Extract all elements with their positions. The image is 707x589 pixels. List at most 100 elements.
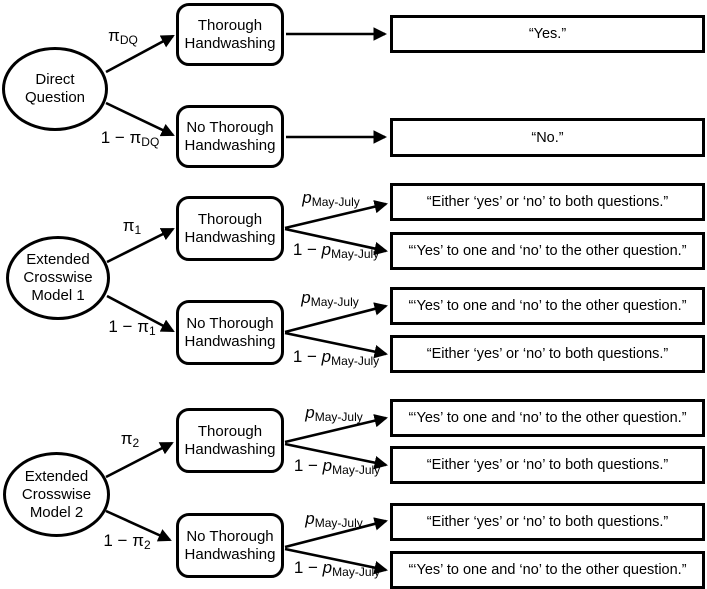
prob-prefix: 1 − [292,347,322,366]
node-label-line: Handwashing [184,136,276,154]
node-label-line: Extended [24,467,89,485]
prob-subscript: May-July [310,295,359,309]
prob-label-1-minus-pi-2: 1 − π2 [103,532,150,554]
prob-subscript: May-July [331,247,380,261]
prob-subscript: 1 [148,324,156,338]
prob-subscript: 1 [134,223,142,237]
prob-label-p-may-july-m1-thorough: pMay-July [302,189,359,211]
node-label-line: Handwashing [184,332,276,350]
prob-prefix: 1 − [293,558,323,577]
outcome-no: “No.” [390,118,705,157]
prob-symbol: p [322,558,333,577]
prob-label-pi-1: π1 [123,217,141,239]
node-label-line: Direct [35,71,75,88]
node-label-line: Thorough [197,210,263,228]
arrow-m2-thorough-1minus-p [284,442,388,470]
prob-symbol: π [132,531,144,550]
arrow-m1-to-no-thorough [106,294,175,333]
node-direct-question: Direct Question [2,47,108,131]
arrow-dq-to-thorough [105,34,175,74]
prob-subscript: May-July [332,565,381,579]
outcome-m1-no-thorough-either-both: “Either ‘yes’ or ‘no’ to both questions.… [390,335,705,373]
node-label-line: Extended [26,251,90,268]
node-label-line: Model 2 [29,503,84,521]
prob-symbol: π [108,26,120,45]
arrow-m2-to-no-thorough [105,509,172,542]
prob-symbol: p [321,240,332,259]
prob-symbol: π [122,216,135,235]
prob-prefix: 1 − [100,128,130,147]
prob-subscript: May-July [332,463,381,477]
prob-label-pi-2: π2 [121,430,139,452]
prob-subscript: DQ [119,33,138,47]
prob-symbol: p [302,188,312,207]
node-label-line: Handwashing [184,440,276,458]
outcome-m2-thorough-yes-one-no-other: “‘Yes’ to one and ‘no’ to the other ques… [390,399,705,437]
arrow-m1-thorough-1minus-p [284,227,388,256]
node-label-line: Crosswise [23,269,93,286]
node-label-line: Crosswise [21,485,92,503]
prob-prefix: 1 − [103,531,133,550]
prob-symbol: π [137,317,149,336]
outcome-m1-no-thorough-yes-one-no-other: “‘Yes’ to one and ‘no’ to the other ques… [390,287,705,325]
outcome-m2-no-thorough-either-both: “Either ‘yes’ or ‘no’ to both questions.… [390,503,705,541]
prob-subscript: 2 [143,538,151,552]
node-label-line: No Thorough [186,118,274,136]
arrow-m2-to-thorough [105,441,174,479]
prob-label-pi-dq: πDQ [108,27,138,49]
prob-subscript: May-July [314,516,363,530]
node-label-line: Handwashing [184,228,276,246]
arrow-m2-no-thorough-1minus-p [284,547,388,575]
node-label-line: No Thorough [186,527,274,545]
prob-label-p-may-july-m1-no-thorough: pMay-July [301,289,358,311]
prob-label-1-minus-p-may-july-m2-thorough: 1 − pMay-July [294,457,380,479]
prob-label-1-minus-p-may-july-m1-no-thorough: 1 − pMay-July [293,348,379,370]
prob-prefix: 1 − [293,456,323,475]
node-no-thorough-handwashing-m2: No Thorough Handwashing [176,513,284,578]
prob-subscript: May-July [311,195,360,209]
node-label-line: Question [24,89,86,106]
prob-symbol: π [120,429,133,448]
node-thorough-handwashing-m1: Thorough Handwashing [176,196,284,261]
prob-prefix: 1 − [108,317,138,336]
node-label-line: No Thorough [186,314,274,332]
arrow-m1-thorough-p [284,200,388,230]
arrow-m2-thorough-p [284,414,388,444]
arrow-m2-no-thorough-p [284,517,388,549]
node-label-line: Model 1 [31,287,85,304]
prob-subscript: 2 [132,436,140,450]
prob-label-p-may-july-m2-no-thorough: pMay-July [305,510,362,532]
node-thorough-handwashing-m2: Thorough Handwashing [176,408,284,473]
outcome-m2-no-thorough-yes-one-no-other: “‘Yes’ to one and ‘no’ to the other ques… [390,551,705,589]
node-label-line: Thorough [197,422,263,440]
outcome-m1-thorough-yes-one-no-other: “‘Yes’ to one and ‘no’ to the other ques… [390,232,705,270]
prob-subscript: DQ [141,135,160,149]
prob-symbol: p [305,403,315,422]
prob-symbol: p [321,347,332,366]
prob-subscript: May-July [314,410,363,424]
prob-prefix: 1 − [292,240,322,259]
outcome-m1-thorough-either-both: “Either ‘yes’ or ‘no’ to both questions.… [390,183,705,221]
prob-label-1-minus-p-may-july-m2-no-thorough: 1 − pMay-July [294,559,380,581]
prob-label-1-minus-pi-dq: 1 − πDQ [101,129,160,151]
outcome-yes: “Yes.” [390,15,705,53]
outcome-m2-thorough-either-both: “Either ‘yes’ or ‘no’ to both questions.… [390,446,705,484]
prob-label-1-minus-p-may-july-m1-thorough: 1 − pMay-July [293,241,379,263]
node-label-line: Handwashing [184,34,276,52]
arrow-m1-to-thorough [106,227,175,264]
node-thorough-handwashing-dq: Thorough Handwashing [176,3,284,66]
node-extended-crosswise-model-1: Extended Crosswise Model 1 [6,236,110,320]
arrow-dq-to-no-thorough [105,101,175,137]
prob-symbol: p [322,456,333,475]
node-no-thorough-handwashing-m1: No Thorough Handwashing [176,300,284,365]
arrow-m1-no-thorough-1minus-p [284,331,388,359]
prob-subscript: May-July [331,354,380,368]
node-label-line: Handwashing [184,545,276,563]
node-label-line: Thorough [197,16,263,34]
node-no-thorough-handwashing-dq: No Thorough Handwashing [176,105,284,168]
prob-label-1-minus-pi-1: 1 − π1 [108,318,155,340]
arrow-m1-no-thorough-p [284,302,388,334]
node-extended-crosswise-model-2: Extended Crosswise Model 2 [3,452,110,537]
